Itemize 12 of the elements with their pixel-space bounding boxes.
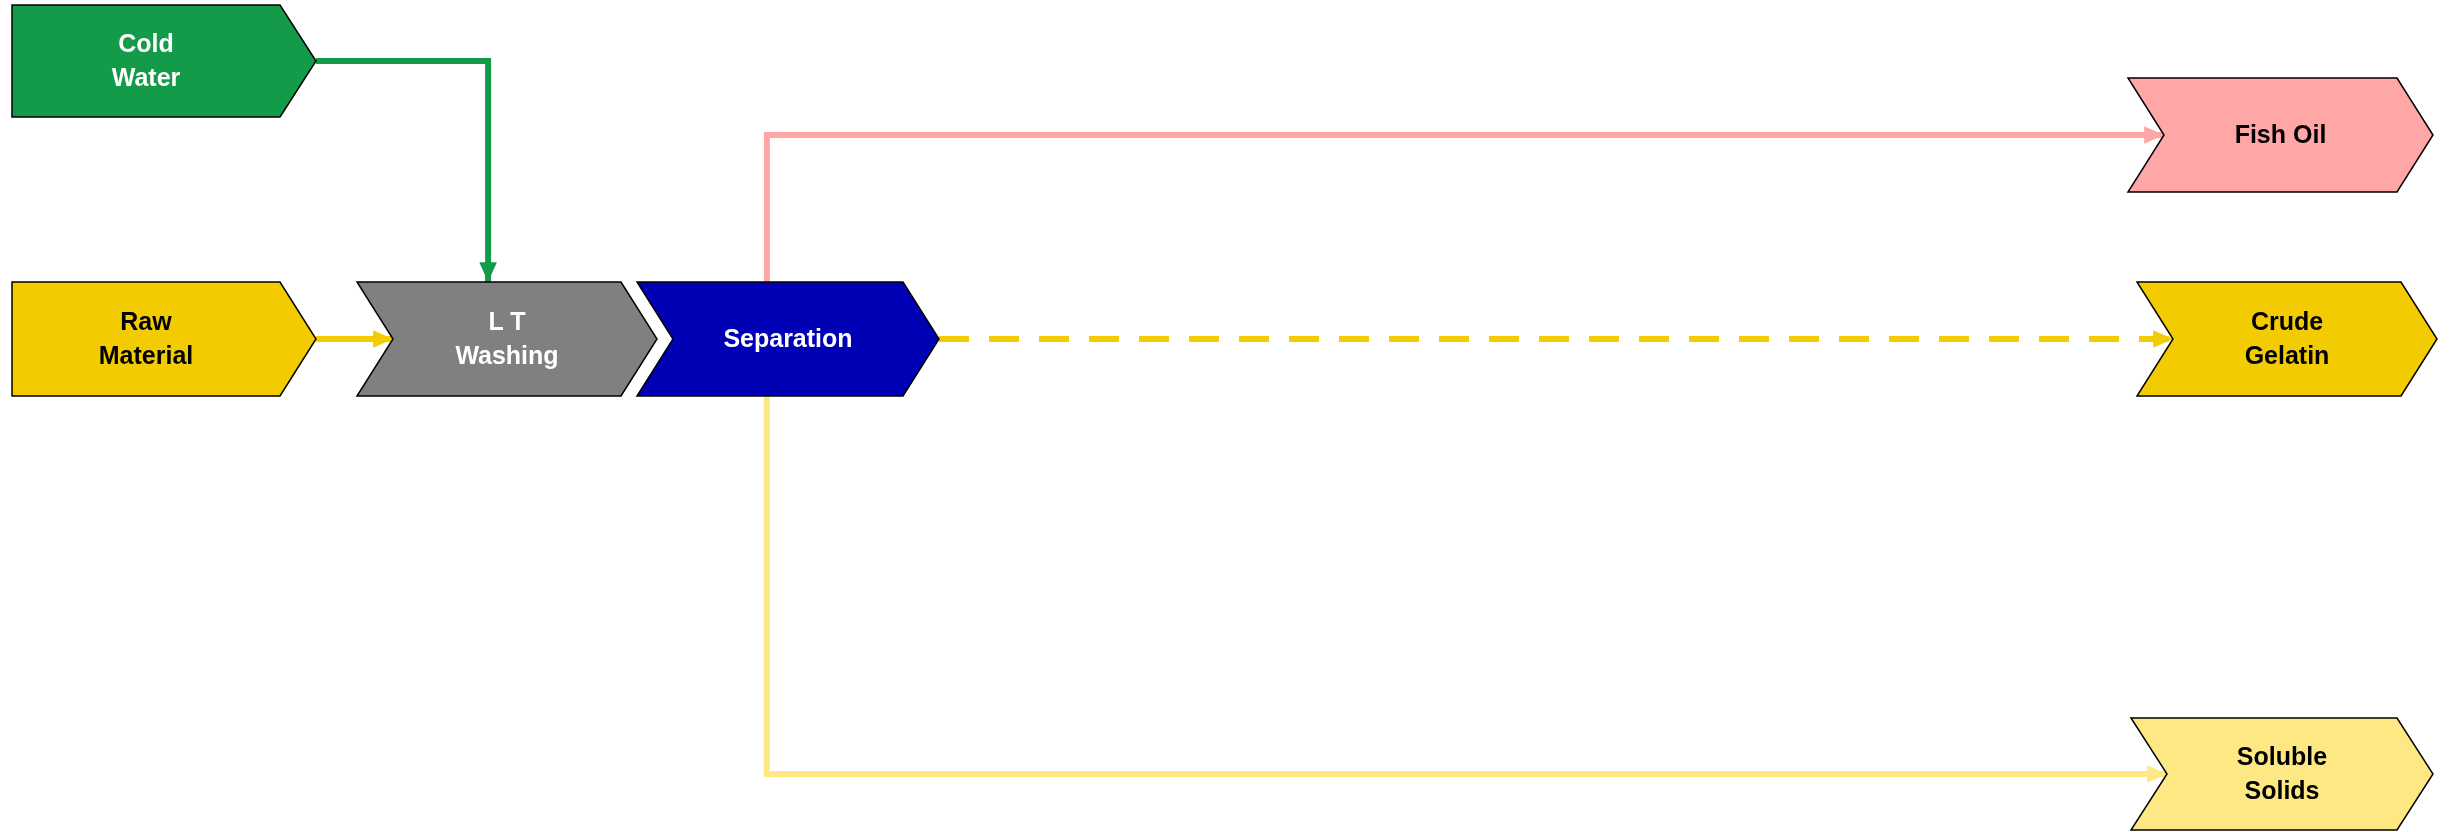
node-label: Raw Material xyxy=(97,306,195,371)
flow-arrow xyxy=(939,330,2173,348)
flow-arrow xyxy=(763,126,2164,282)
flow-arrow xyxy=(316,330,393,348)
flow-arrow xyxy=(316,58,497,282)
node-label: Cold Water xyxy=(110,28,182,93)
node-label: Separation xyxy=(723,323,853,355)
node-label: Fish Oil xyxy=(2234,119,2327,151)
node-label: Soluble Solids xyxy=(2235,741,2329,806)
node-label: Crude Gelatin xyxy=(2243,306,2331,371)
flow-arrow xyxy=(763,396,2167,783)
node-label: L T Washing xyxy=(454,306,560,371)
